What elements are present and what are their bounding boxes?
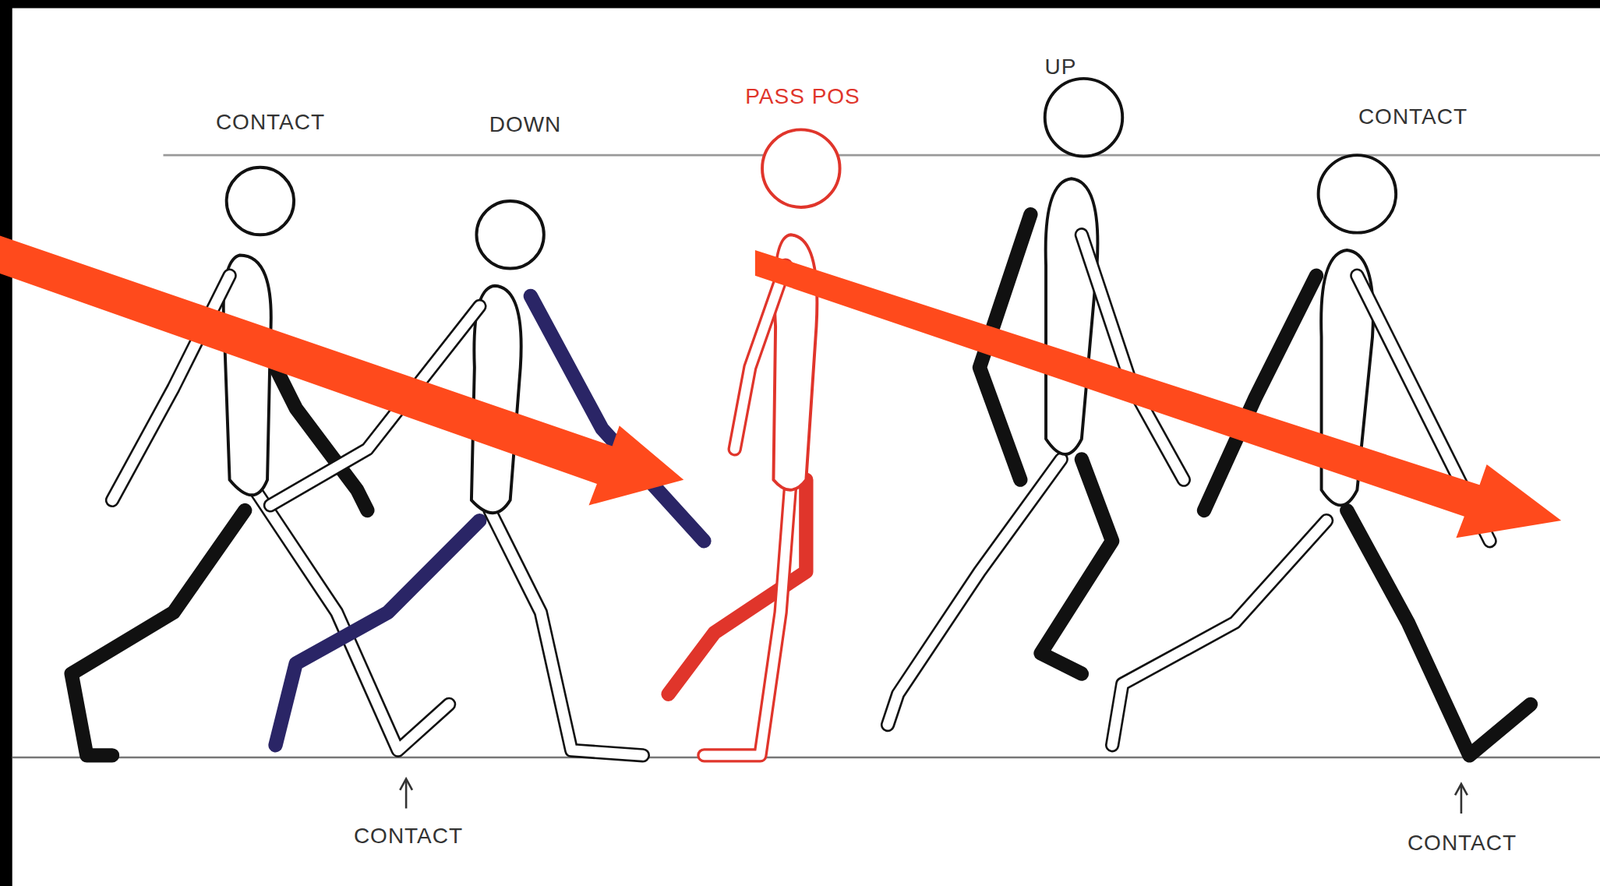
phase-label: CONTACT: [353, 823, 463, 849]
phase-label: CONTACT: [215, 109, 325, 135]
phase-label: UP: [1045, 54, 1078, 80]
phase-label: CONTACT: [1358, 104, 1468, 130]
phase-label: PASS POS: [745, 84, 861, 110]
phase-label: CONTACT: [1407, 830, 1517, 856]
phase-label: DOWN: [489, 112, 562, 138]
